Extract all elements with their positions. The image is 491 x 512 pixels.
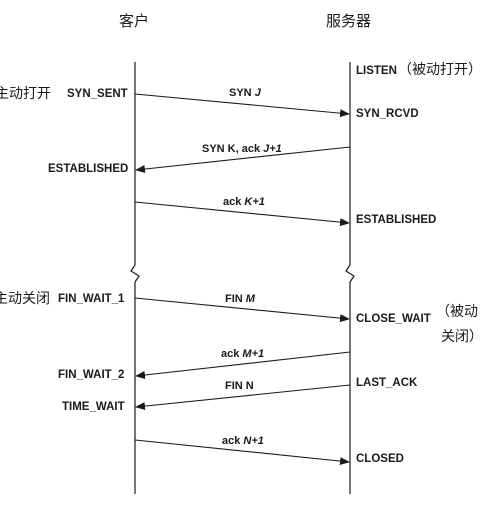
- client-state-fin-wait-1: FIN_WAIT_1: [58, 293, 125, 305]
- active-open-label: 主动打开: [0, 86, 51, 102]
- client-state-time-wait: TIME_WAIT: [62, 401, 125, 413]
- arrow-syn-k-ack: [135, 146, 351, 174]
- server-timeline-break: [345, 264, 355, 283]
- message-label-ack-k: ack K+1: [223, 196, 265, 208]
- passive-open-label: （被动打开）: [398, 62, 482, 78]
- client-state-fin-wait-2: FIN_WAIT_2: [58, 369, 125, 381]
- arrow-ack-m: [135, 351, 351, 379]
- arrow-fin-m: [134, 297, 350, 323]
- arrow-fin-n: [135, 384, 351, 411]
- arrow-ack-k: [134, 201, 350, 227]
- arrow-ack-n: [134, 439, 350, 466]
- message-label-fin-n: FIN N: [225, 380, 254, 392]
- server-state-listen: LISTEN: [356, 65, 397, 77]
- message-label-ack-m: ack M+1: [221, 348, 265, 360]
- client-state-syn-sent: SYN_SENT: [67, 88, 128, 100]
- server-state-close-wait: CLOSE_WAIT: [356, 313, 431, 325]
- message-label-fin-m: FIN M: [225, 293, 255, 305]
- passive-close-label-2: 关闭）: [441, 329, 483, 345]
- client-header: 客户: [119, 12, 150, 30]
- server-state-last-ack: LAST_ACK: [356, 377, 418, 389]
- message-label-syn-k-ack: SYN K, ack J+1: [202, 143, 282, 155]
- server-state-established: ESTABLISHED: [356, 214, 437, 226]
- active-close-label: 主动关闭: [0, 291, 50, 307]
- server-state-closed: CLOSED: [356, 453, 404, 465]
- message-label-syn-j: SYN J: [229, 87, 261, 99]
- client-timeline-break: [130, 264, 140, 283]
- passive-close-label-1: （被动: [436, 304, 478, 320]
- server-state-syn-rcvd: SYN_RCVD: [356, 108, 419, 120]
- message-label-ack-n: ack N+1: [222, 435, 264, 447]
- client-state-established: ESTABLISHED: [48, 163, 129, 175]
- arrow-syn-j: [134, 93, 350, 118]
- server-header: 服务器: [326, 12, 372, 30]
